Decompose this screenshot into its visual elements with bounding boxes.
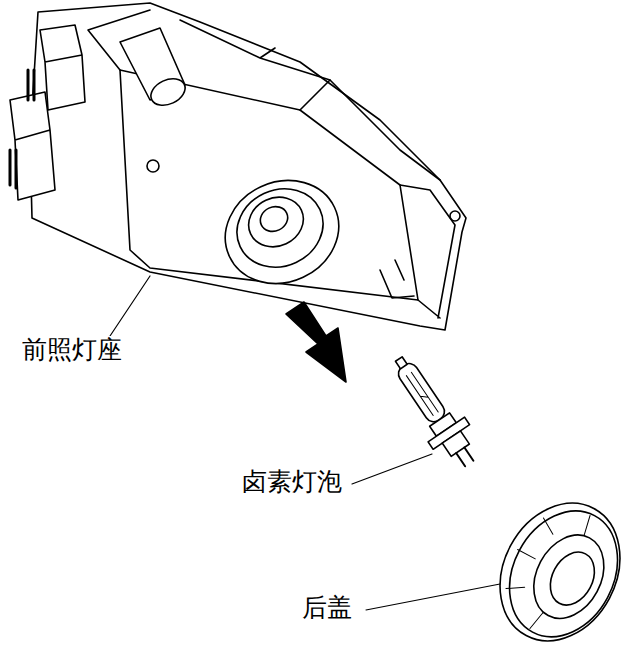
adjuster-end bbox=[147, 74, 190, 111]
connector-block bbox=[40, 25, 85, 110]
socket-ring bbox=[208, 162, 355, 302]
direction-arrow bbox=[286, 302, 346, 382]
top-rib bbox=[180, 20, 330, 80]
leader-line bbox=[352, 454, 432, 484]
socket-ring bbox=[240, 188, 311, 255]
mount-hole bbox=[450, 211, 460, 221]
cover-rim bbox=[488, 492, 631, 648]
cover-boss bbox=[542, 544, 604, 612]
housing-top-edge bbox=[88, 10, 440, 180]
part-label: 前照灯座 bbox=[20, 336, 124, 365]
housing-outline bbox=[30, 3, 466, 330]
leader-line bbox=[366, 584, 500, 610]
cover-boss bbox=[520, 523, 618, 631]
cover-rim bbox=[477, 482, 631, 648]
back-cover bbox=[477, 482, 631, 648]
headlamp-housing bbox=[10, 3, 466, 330]
socket-ring bbox=[256, 202, 292, 236]
bulb-glass bbox=[395, 360, 448, 425]
socket-ring bbox=[224, 175, 336, 281]
halogen-bulb bbox=[381, 347, 488, 476]
housing-bottom-detail bbox=[380, 260, 414, 298]
bulb-pins bbox=[456, 447, 473, 466]
leader-line bbox=[110, 276, 150, 336]
housing-right-edge bbox=[400, 185, 455, 318]
part-label: 后盖 bbox=[300, 594, 354, 623]
cover-ribs bbox=[488, 493, 594, 630]
bulb-tip bbox=[395, 357, 407, 369]
part-label: 卤素灯泡 bbox=[240, 468, 344, 497]
connector-stripes bbox=[10, 70, 34, 188]
mount-hole bbox=[147, 160, 159, 172]
bulb-filament bbox=[406, 372, 438, 415]
